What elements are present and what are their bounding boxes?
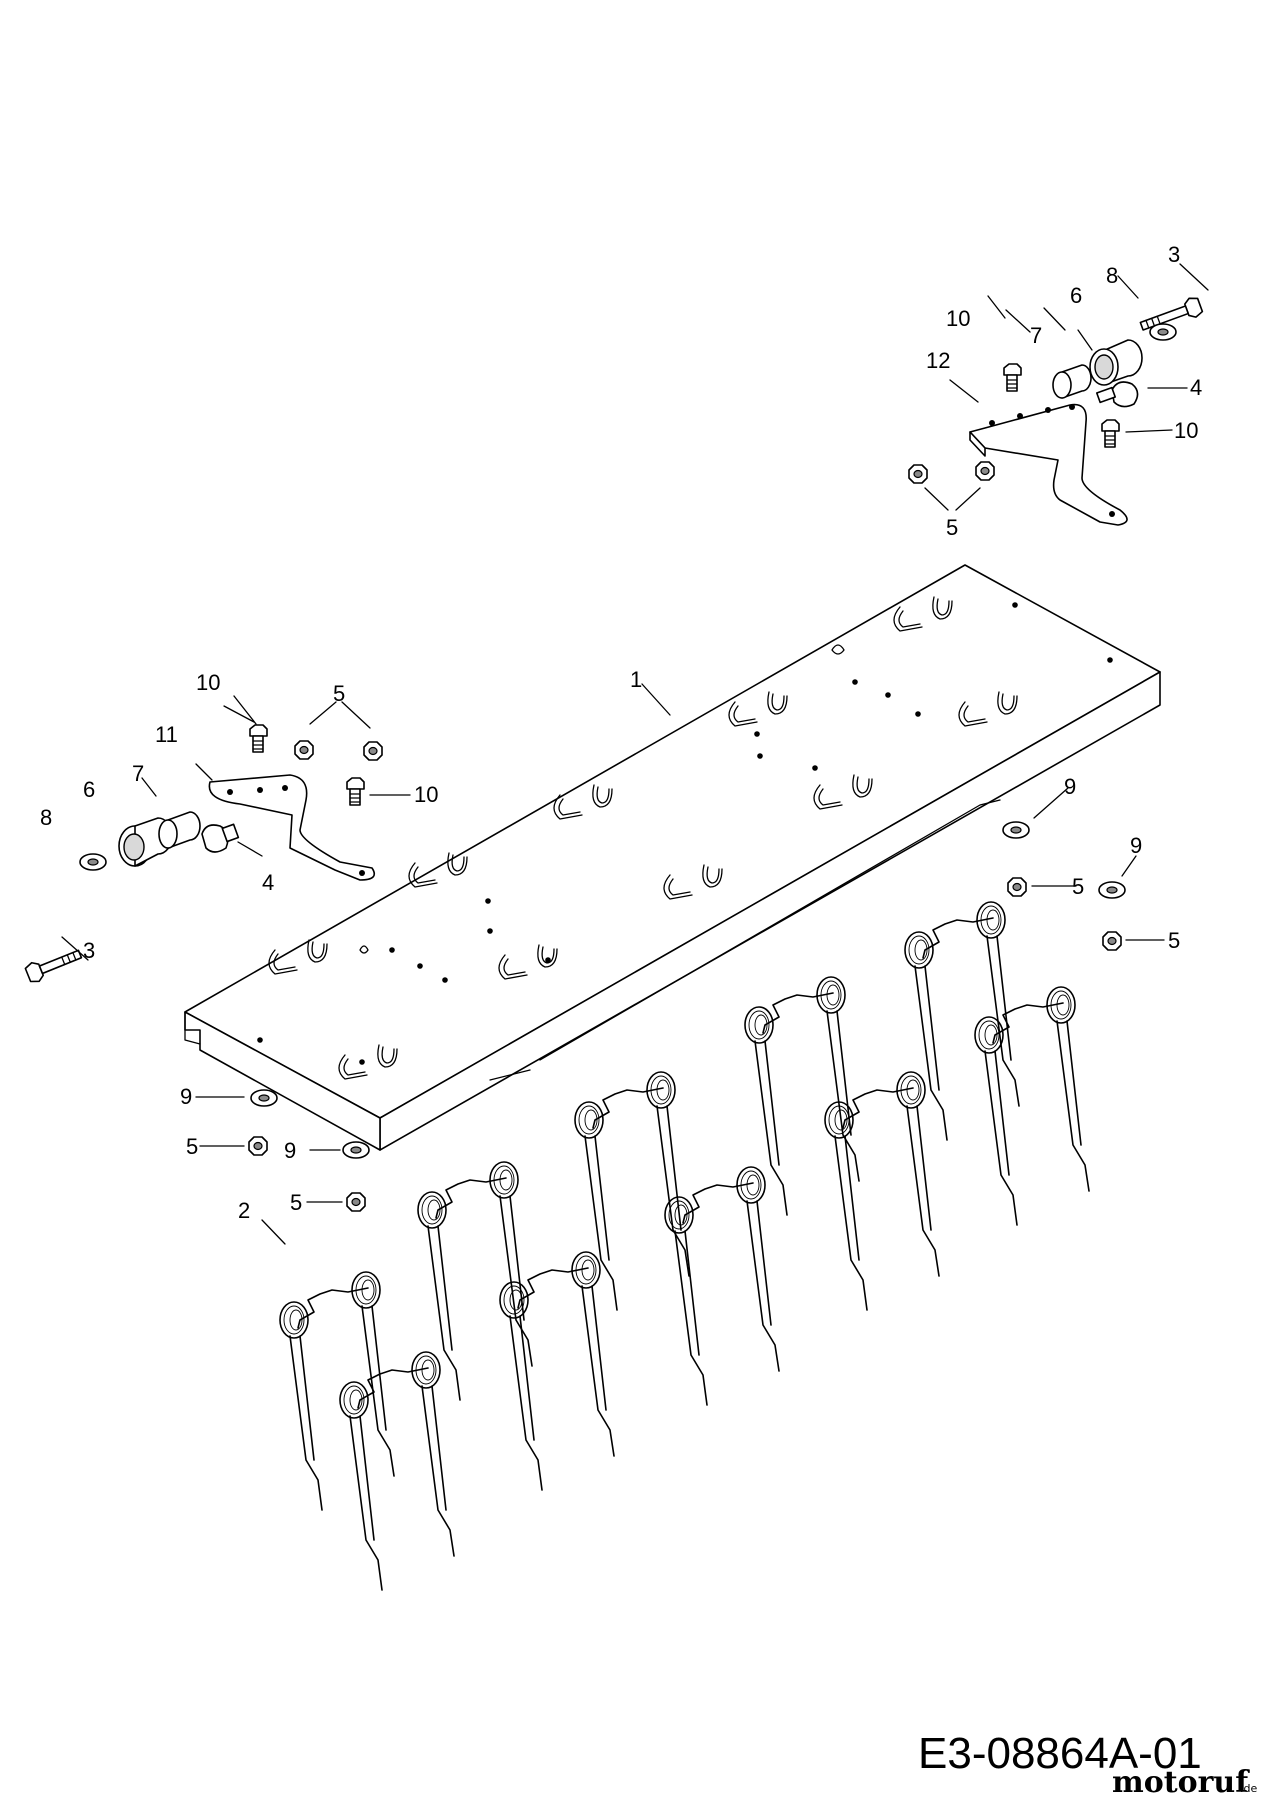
left-bracket [208,774,376,881]
callout-6-left: 6 [83,777,95,802]
callout-12: 12 [926,348,950,373]
callout-8-left: 8 [40,805,52,830]
callout-1: 1 [630,667,642,692]
callout-9-b: 9 [1130,833,1142,858]
leader-lines [61,263,1209,1245]
callout-2: 2 [238,1198,250,1223]
callout-4-left: 4 [262,870,274,895]
callout-5-lower-left-a: 5 [186,1134,198,1159]
callout-8-right: 8 [1106,263,1118,288]
callout-7-right: 7 [1030,323,1042,348]
watermark-tld: .de [1240,1782,1257,1795]
callout-6-right: 6 [1070,283,1082,308]
callout-10-right-side: 10 [1174,418,1198,443]
callout-5-lower-left-b: 5 [290,1190,302,1215]
motoruf-watermark: motoruf .de [1112,1765,1257,1800]
callout-3-right: 3 [1168,242,1180,267]
callout-10-left-side: 10 [414,782,438,807]
callout-3-left: 3 [83,938,95,963]
callout-5-right-b: 5 [1168,928,1180,953]
callout-10-left-top: 10 [196,670,220,695]
callout-11: 11 [155,722,178,747]
left-hardware [24,724,383,983]
callout-5-top-right: 5 [946,515,958,540]
drawing-code: E3-08864A-01 [918,1729,1202,1778]
callout-9-a: 9 [1064,774,1076,799]
right-bracket [969,403,1128,526]
main-frame [184,564,1161,1151]
callout-5-top-left: 5 [333,681,345,706]
callout-4-right: 4 [1190,375,1202,400]
right-hardware [908,297,1204,484]
callout-9-d: 9 [284,1138,296,1163]
callout-10-right-top: 10 [946,306,970,331]
callout-7-left: 7 [132,761,144,786]
callout-labels: 1 2 3 3 4 4 5 5 5 5 5 5 6 6 7 7 8 8 9 9 … [40,242,1202,1223]
watermark-main: motoruf [1112,1765,1250,1800]
callout-5-right-a: 5 [1072,874,1084,899]
callout-9-c: 9 [180,1084,192,1109]
